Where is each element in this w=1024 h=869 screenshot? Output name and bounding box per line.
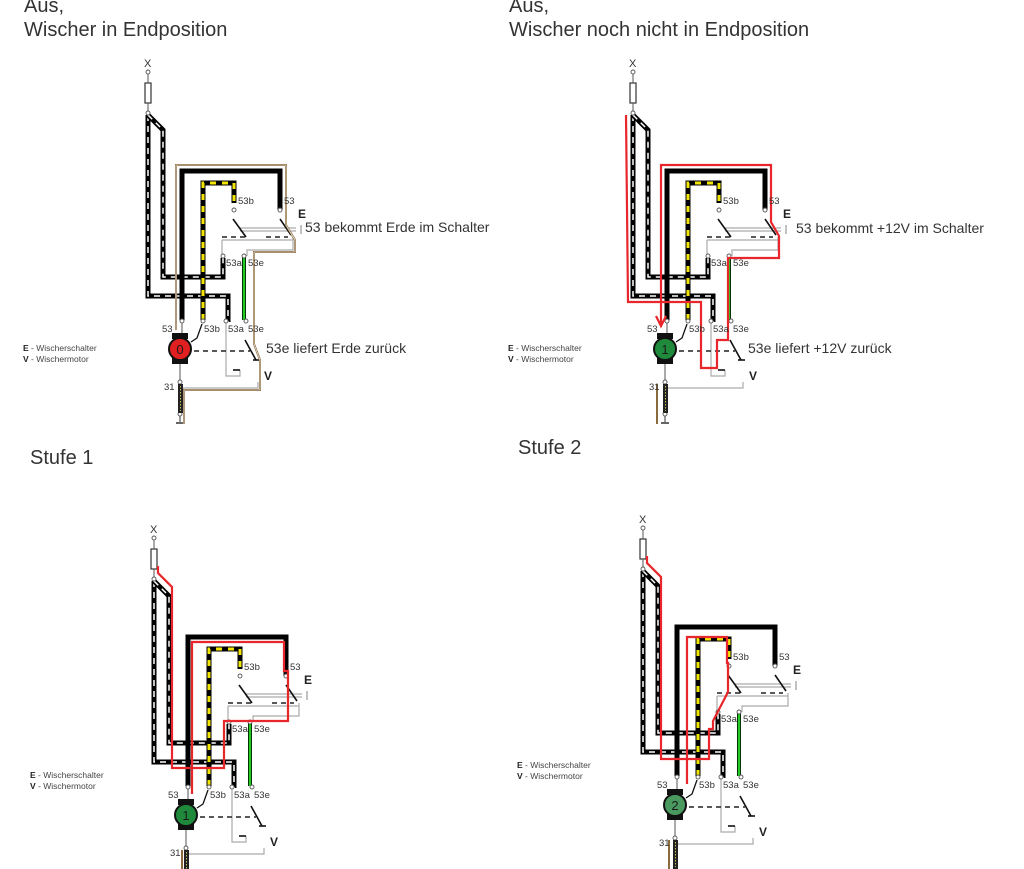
terminal-53a-motor: 53a	[234, 790, 251, 801]
terminal-53a-mid: 53a	[232, 724, 249, 735]
motor-stage-label: 2	[671, 798, 678, 813]
switch-label: E	[783, 207, 791, 221]
legend-v-key: V	[508, 354, 514, 364]
terminal-31: 31	[649, 382, 660, 393]
legend-e-text: - Wischerschalter	[28, 343, 97, 353]
terminal-53b-top: 53b	[244, 662, 260, 673]
terminal-31: 31	[659, 838, 670, 849]
panel-3-title: Stufe 1	[30, 447, 94, 469]
terminal-53-top: 53	[284, 196, 295, 207]
motor-label: V	[759, 825, 767, 839]
terminal-53e-motor: 53e	[254, 790, 270, 801]
legend-v-key: V	[23, 354, 29, 364]
motor-label: V	[749, 369, 757, 383]
motor-label: V	[264, 369, 272, 383]
panel-1-switch-note: 53 bekommt Erde im Schalter	[305, 219, 490, 235]
switch-label: E	[298, 207, 306, 221]
legend-v-text: - Wischermotor	[513, 354, 574, 364]
panel-1-legend: E - Wischerschalter V - Wischermotor	[23, 343, 97, 365]
terminal-53-motor: 53	[168, 790, 179, 801]
motor-stage-label: 1	[182, 808, 189, 823]
legend-e-key: E	[30, 770, 36, 780]
motor-stage-label: 0	[176, 342, 183, 357]
panel-3-legend: E - Wischerschalter V - Wischermotor	[30, 770, 104, 792]
terminal-53-motor: 53	[162, 324, 173, 335]
panel-4-title: Stufe 2	[518, 437, 582, 459]
panel-2-legend: E - Wischerschalter V - Wischermotor	[508, 343, 582, 365]
motor-icon	[653, 337, 677, 361]
terminal-53a-motor: 53a	[713, 324, 730, 335]
terminal-53-top: 53	[769, 196, 780, 207]
motor-label: V	[270, 835, 278, 849]
legend-v-key: V	[517, 771, 523, 781]
terminal-53-motor: 53	[647, 324, 658, 335]
legend-v-key: V	[30, 781, 36, 791]
terminal-53e-motor: 53e	[248, 324, 264, 335]
terminal-31: 31	[170, 848, 181, 859]
motor-icon	[663, 793, 687, 817]
terminal-53-motor: 53	[657, 780, 668, 791]
terminal-53a-mid: 53a	[226, 258, 243, 269]
motor-icon	[168, 337, 192, 361]
terminal-53b-motor: 53b	[699, 780, 715, 791]
legend-e-text: - Wischerschalter	[35, 770, 104, 780]
terminal-53-top: 53	[779, 652, 790, 663]
legend-e-text: - Wischerschalter	[513, 343, 582, 353]
terminal-53b-motor: 53b	[204, 324, 220, 335]
terminal-53e-motor: 53e	[733, 324, 749, 335]
terminal-53-top: 53	[290, 662, 301, 673]
terminal-53b-top: 53b	[733, 652, 749, 663]
terminal-53e-mid: 53e	[248, 258, 264, 269]
motor-stage-label: 1	[661, 342, 668, 357]
terminal-53a-mid: 53a	[721, 714, 738, 725]
panel-4-schematic: 2 X 53b 53 E 53a 53e 53 53b 53a 53e 31 V	[639, 514, 801, 869]
panel-1-title: Aus, Wischer in Endposition	[24, 0, 228, 41]
terminal-53a-motor: 53a	[723, 780, 740, 791]
terminal-x: X	[150, 524, 158, 536]
terminal-53e-mid: 53e	[743, 714, 759, 725]
legend-e-key: E	[508, 343, 514, 353]
panel-3-schematic: 1 X 53b 53 E 53a 53e 53 53b 53a 53e 31 V	[150, 524, 312, 869]
legend-e-key: E	[23, 343, 29, 353]
terminal-x: X	[639, 514, 647, 526]
terminal-53e-mid: 53e	[254, 724, 270, 735]
terminal-53a-motor: 53a	[228, 324, 245, 335]
panel-2-schematic: 1 X 53b 53 E 53a 53e 53 53b 53a 53e 31 V	[624, 58, 791, 424]
terminal-53b-top: 53b	[238, 196, 254, 207]
plus-path	[645, 556, 730, 784]
terminal-x: X	[629, 58, 637, 70]
legend-v-text: - Wischermotor	[28, 354, 89, 364]
switch-label: E	[793, 663, 801, 677]
terminal-53b-top: 53b	[723, 196, 739, 207]
terminal-53e-mid: 53e	[733, 258, 749, 269]
terminal-53a-mid: 53a	[711, 258, 728, 269]
plus-path	[624, 114, 781, 370]
panel-2-switch-note: 53 bekommt +12V im Schalter	[796, 220, 984, 236]
terminal-53b-motor: 53b	[689, 324, 705, 335]
motor-icon	[174, 803, 198, 827]
terminal-x: X	[144, 58, 152, 70]
panel-4-legend: E - Wischerschalter V - Wischermotor	[517, 760, 591, 782]
terminal-53e-motor: 53e	[743, 780, 759, 791]
panel-1-motor-note: 53e liefert Erde zurück	[266, 340, 407, 356]
legend-v-text: - Wischermotor	[522, 771, 583, 781]
terminal-31: 31	[164, 382, 175, 393]
panel-2-title: Aus, Wischer noch nicht in Endposition	[509, 0, 810, 41]
panel-2-motor-note: 53e liefert +12V zurück	[748, 340, 892, 356]
terminal-53b-motor: 53b	[210, 790, 226, 801]
legend-e-key: E	[517, 760, 523, 770]
legend-v-text: - Wischermotor	[35, 781, 96, 791]
legend-e-text: - Wischerschalter	[522, 760, 591, 770]
switch-label: E	[304, 673, 312, 687]
plus-path	[156, 566, 290, 794]
panel-1-schematic: 0 X 53b 53 E 53a 53e 53 53b 53a 53e 31 V	[144, 58, 306, 424]
